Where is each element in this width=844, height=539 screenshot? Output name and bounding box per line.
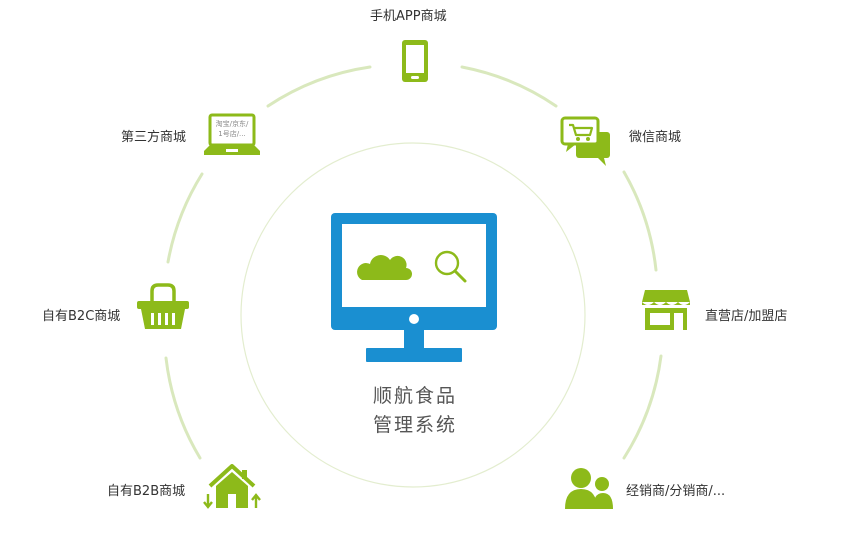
label-store: 直营店/加盟店 [705,309,788,324]
laptop-icon: 淘宝/京东/ 1号店/... [204,113,260,155]
label-mobile-app: 手机APP商城 [370,9,447,24]
inner-ring [240,142,586,488]
monitor-icon [331,213,497,362]
label-wechat: 微信商城 [629,130,682,145]
label-third-party: 第三方商城 [121,130,187,145]
basket-icon [137,283,189,329]
outer-ring-arc-left-upper [166,172,204,264]
house-icon [203,464,261,509]
label-dealer: 经销商/分销商/... [626,484,726,499]
outer-ring-arc-right-lower [622,354,663,460]
storefront-icon [642,290,690,330]
people-icon [565,468,613,509]
third-party-screen-text-2: 1号店/... [218,129,246,138]
outer-ring-arc-top-left [266,65,372,108]
outer-ring-arc-top-right [460,65,558,108]
label-b2c: 自有B2C商城 [42,309,121,324]
cloud-icon [357,255,412,280]
wechat-cart-icon [560,116,610,166]
label-b2b: 自有B2B商城 [107,484,186,499]
phone-icon [402,40,428,82]
center-title-line1: 顺航食品 [372,385,457,407]
outer-ring [164,65,663,460]
search-icon [434,250,467,283]
center-title-line2: 管理系统 [372,414,457,436]
outer-ring-arc-left-lower [164,356,202,460]
third-party-screen-text-1: 淘宝/京东/ [216,119,249,128]
outer-ring-arc-right-upper [622,170,658,272]
